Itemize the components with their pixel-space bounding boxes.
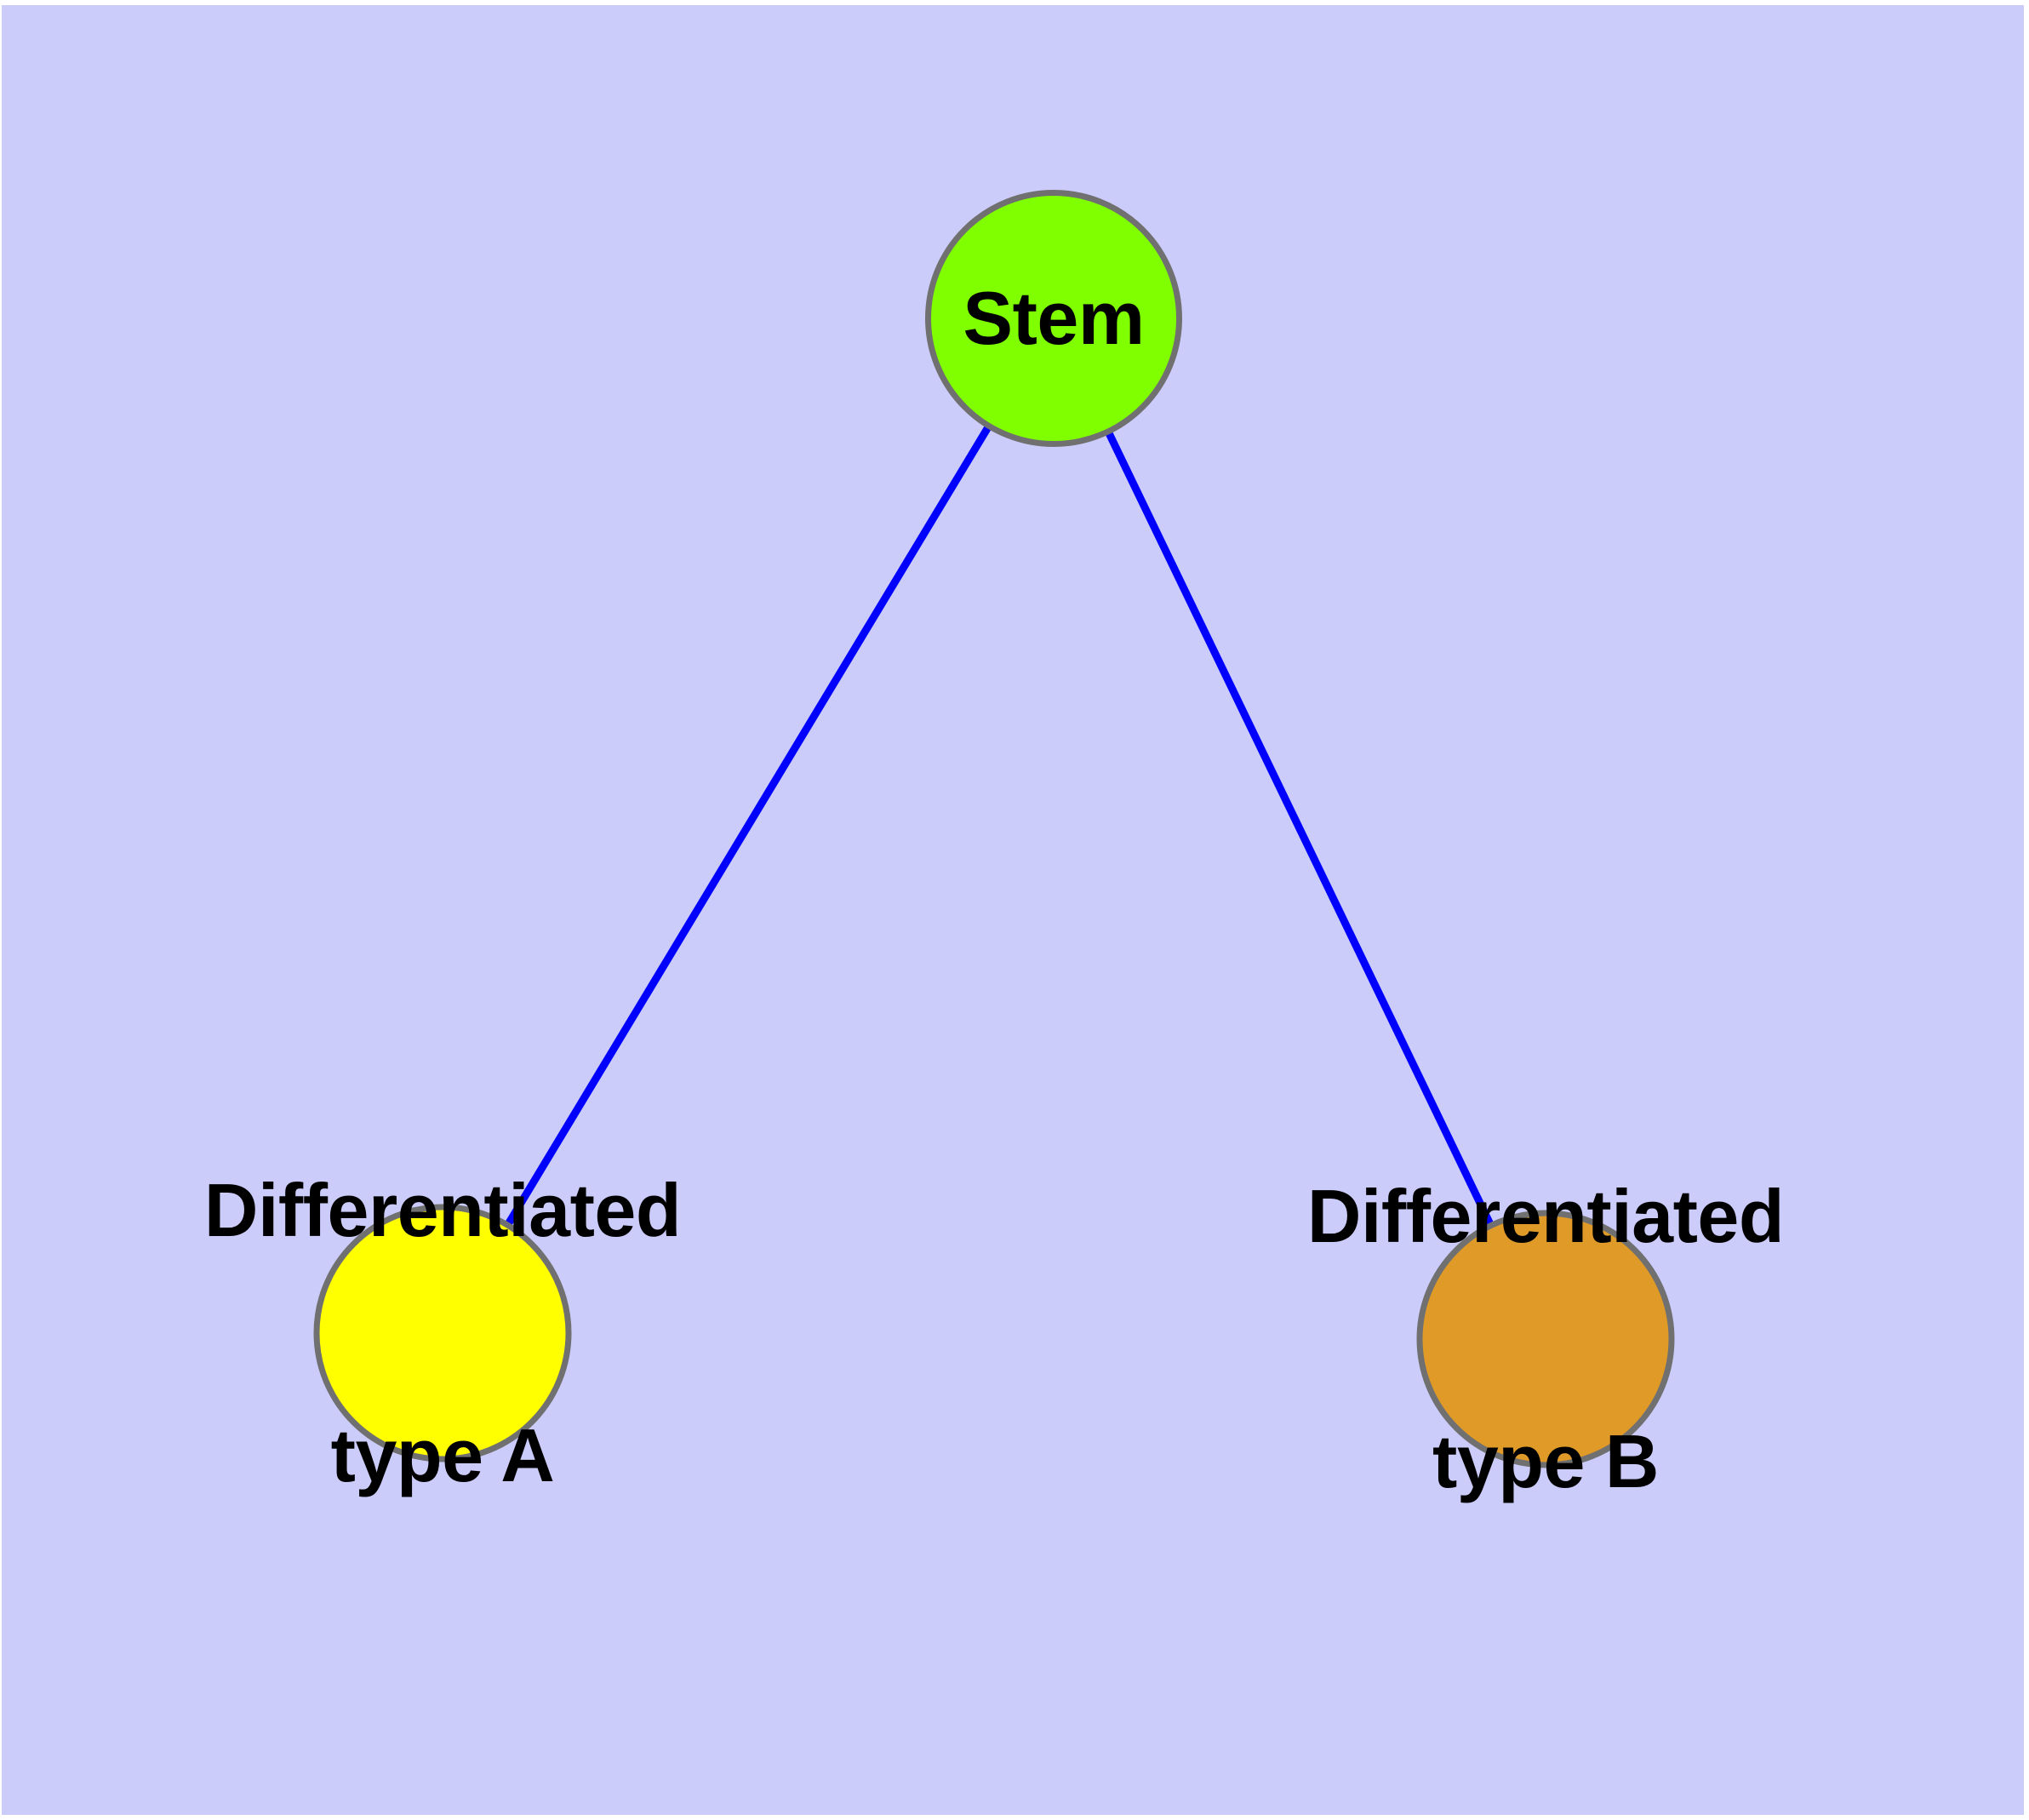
edge-layer — [439, 316, 1550, 1341]
graph-plot-area: Stem Differentiated type A Differentiate… — [2, 5, 2024, 1815]
node-layer — [313, 190, 1675, 1468]
node-differentiated-type-b[interactable] — [1416, 1210, 1675, 1468]
node-differentiated-type-a[interactable] — [313, 1204, 572, 1462]
graph-svg — [313, 190, 1675, 1468]
node-stem[interactable] — [925, 190, 1182, 447]
edge-stem-to-differentiated-type-a[interactable] — [439, 316, 1057, 1336]
edge-stem-to-differentiated-type-b[interactable] — [1049, 317, 1550, 1341]
